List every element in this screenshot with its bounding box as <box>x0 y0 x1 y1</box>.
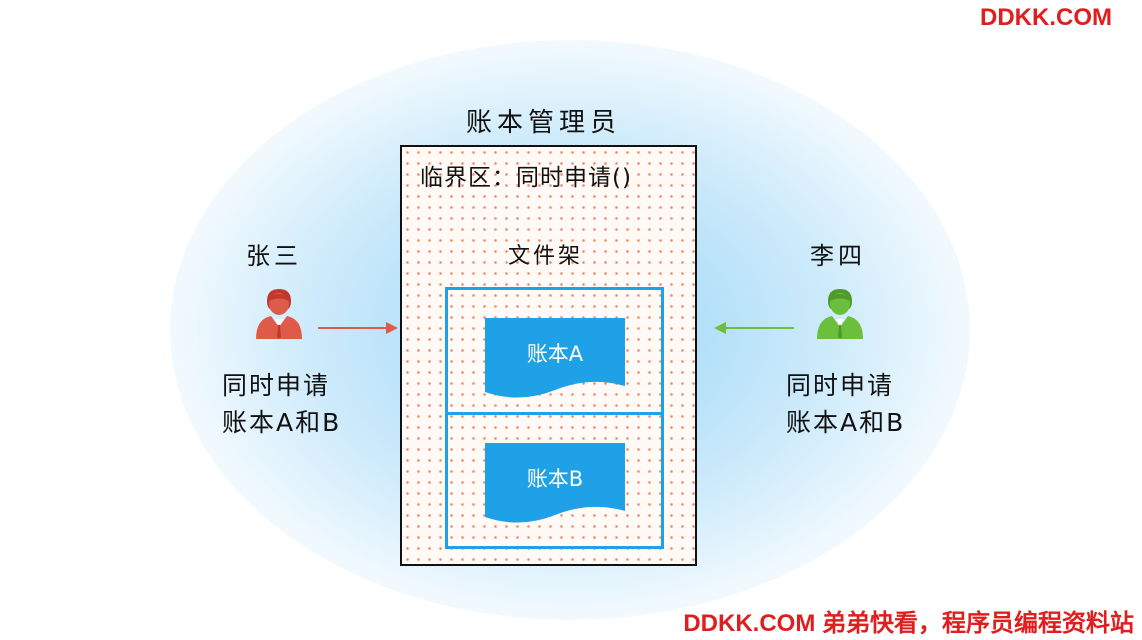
book-a: 账本A <box>485 318 625 398</box>
book-a-label: 账本A <box>526 342 584 366</box>
left-request-arrow <box>318 322 398 334</box>
left-person-line1: 同时申请 <box>222 371 331 400</box>
shelf-divider <box>445 412 664 415</box>
document-icon <box>485 318 625 398</box>
right-request-arrow <box>714 322 794 334</box>
right-person-name: 李四 <box>810 242 866 270</box>
book-b-label: 账本B <box>526 467 584 491</box>
watermark-bottom: DDKK.COM 弟弟快看，程序员编程资料站 <box>683 610 1134 637</box>
critical-section-label: 临界区：同时申请() <box>420 165 632 191</box>
left-person-line2: 账本A和B <box>222 408 342 437</box>
right-person-line1: 同时申请 <box>786 371 895 400</box>
shelf-title: 文件架 <box>508 244 584 269</box>
document-icon <box>485 443 625 523</box>
left-person-name: 张三 <box>246 242 302 270</box>
person-red-icon <box>253 287 305 343</box>
watermark-top: DDKK.COM <box>980 4 1112 31</box>
right-person-line2: 账本A和B <box>786 408 906 437</box>
file-shelf <box>445 287 664 549</box>
person-green-icon <box>814 287 866 343</box>
manager-title: 账本管理员 <box>466 108 622 138</box>
book-b: 账本B <box>485 443 625 523</box>
